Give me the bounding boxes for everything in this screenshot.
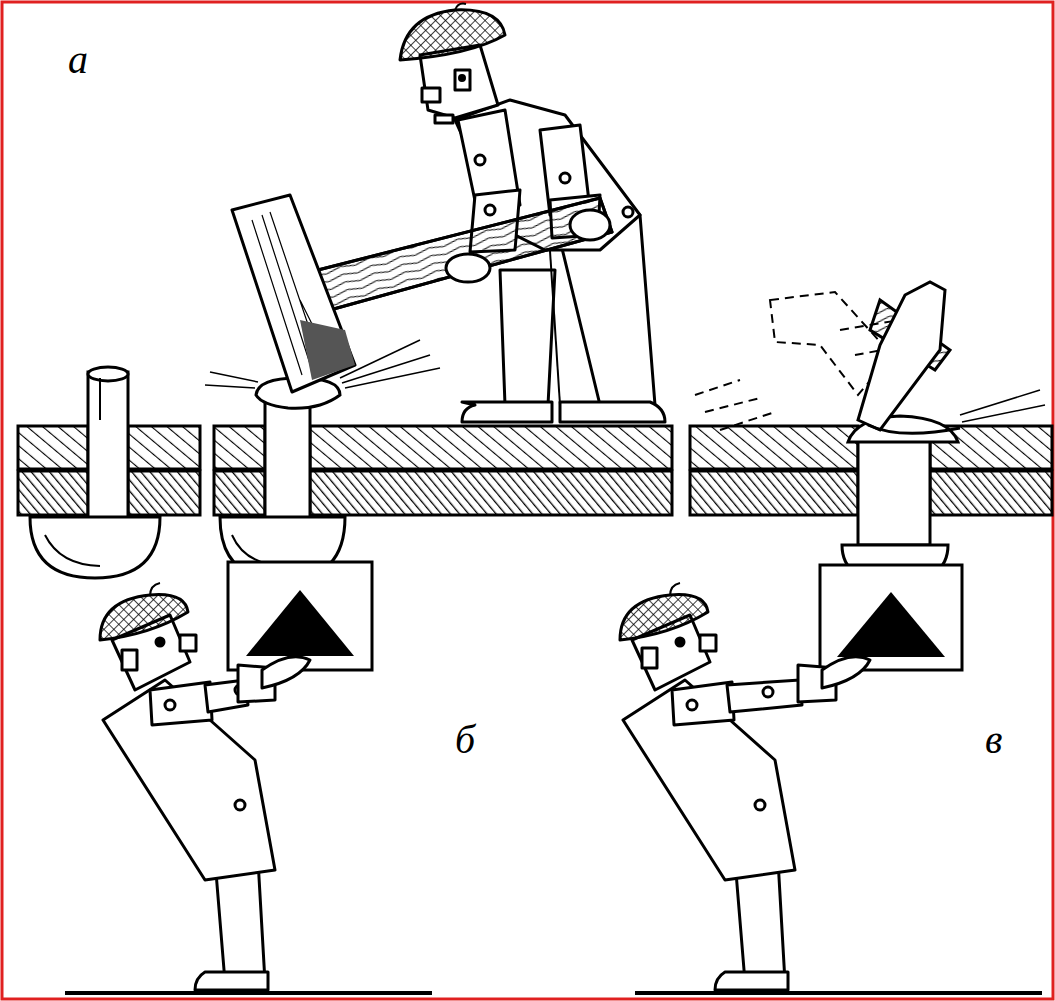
impact-lines (210, 372, 258, 382)
dolly-block (820, 565, 962, 670)
rivet (88, 372, 128, 518)
worker-head (455, 70, 470, 90)
worker-head (400, 10, 505, 60)
hammer-ghost (720, 412, 775, 430)
worker (727, 680, 802, 712)
worker (822, 657, 870, 688)
worker (103, 657, 310, 990)
worker (150, 682, 212, 725)
rivet (858, 440, 930, 545)
worker (262, 657, 310, 688)
hammer (858, 282, 960, 433)
plates (18, 426, 88, 469)
rivet (30, 517, 160, 578)
impact-lines (962, 405, 1045, 422)
hammer-ghost (705, 398, 760, 412)
dolly-block (228, 562, 372, 670)
dolly-block (246, 590, 354, 656)
worker (755, 800, 765, 810)
worker-head (400, 4, 505, 123)
impact-lines (960, 390, 1040, 415)
worker (763, 687, 773, 697)
hands (570, 210, 610, 240)
plates (18, 471, 88, 515)
hammer (300, 320, 355, 380)
worker (623, 207, 633, 217)
worker-head (460, 76, 465, 81)
figure-letter: б (455, 720, 475, 760)
hands (446, 210, 610, 282)
rivet (220, 378, 345, 580)
rivet (265, 398, 310, 518)
worker (103, 680, 275, 880)
plates (930, 471, 1052, 515)
rivet (88, 367, 128, 381)
hammer (858, 282, 945, 430)
plates (690, 426, 858, 469)
plates (310, 471, 672, 515)
worker (623, 657, 870, 990)
worker-head (100, 595, 188, 640)
worker (475, 155, 485, 165)
hammer (318, 198, 612, 310)
figure-letter: а (68, 40, 88, 80)
worker-head (100, 583, 196, 690)
dolly-block (228, 562, 372, 670)
worker (195, 972, 268, 990)
rivet (842, 416, 958, 582)
dolly-block (837, 592, 945, 657)
worker (560, 402, 665, 422)
worker (672, 682, 734, 725)
hammer (232, 195, 612, 392)
worker (500, 270, 555, 405)
impact-lines (345, 368, 440, 388)
worker-head (620, 595, 708, 640)
worker (687, 700, 697, 710)
worker (165, 700, 175, 710)
impact-lines (960, 390, 1045, 422)
ground-line (635, 991, 1042, 995)
hammer (318, 198, 612, 310)
plates (128, 471, 200, 515)
worker-head (180, 635, 196, 651)
worker-head (676, 638, 684, 646)
dolly-block (820, 565, 962, 670)
worker-head (156, 638, 164, 646)
worker (235, 800, 245, 810)
worker-head (435, 115, 453, 123)
hammer (868, 425, 960, 433)
plates (128, 426, 200, 469)
worker-head (620, 583, 716, 690)
plates (690, 471, 858, 515)
hammer-ghost (695, 380, 740, 395)
plates (310, 426, 672, 469)
rivet (45, 535, 100, 566)
worker (560, 173, 570, 183)
worker (485, 205, 495, 215)
hammer (232, 195, 355, 392)
hands (446, 254, 490, 282)
plates (214, 426, 265, 469)
worker-head (700, 635, 716, 651)
plates (214, 471, 265, 515)
worker-head (642, 648, 657, 668)
worker-head (150, 583, 160, 596)
worker-head (422, 88, 440, 102)
rivet (99, 378, 101, 420)
worker-head (455, 4, 466, 10)
worker (462, 402, 552, 422)
worker-head (670, 583, 680, 596)
impact-lines (205, 385, 255, 388)
figure-letter: в (985, 720, 1002, 760)
ground-line (65, 991, 1042, 995)
worker (715, 972, 788, 990)
worker-head (122, 650, 137, 670)
worker (623, 680, 795, 880)
ground-line (65, 991, 432, 995)
rivet (30, 367, 160, 578)
